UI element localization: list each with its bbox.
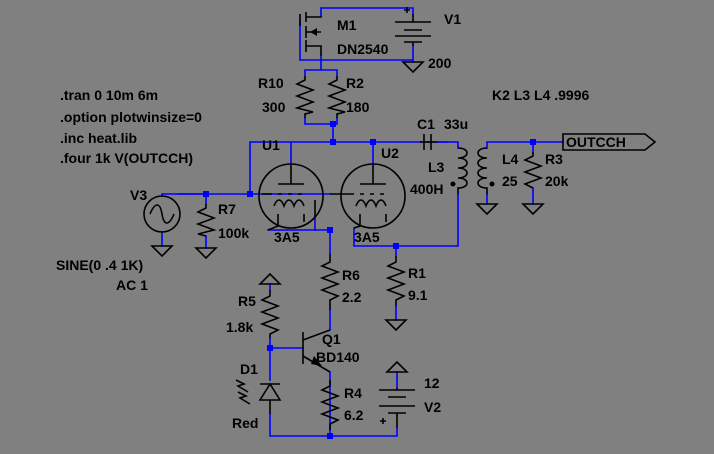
r6-ref: R6 [342,267,360,283]
resistor-r4[interactable] [319,380,341,430]
r3-value: 20k [545,173,569,189]
r4-ref: R4 [344,385,362,401]
junctions [203,121,536,439]
ground-r3 [521,203,545,216]
net-label-outcch-text: OUTCCH [566,134,626,150]
r7-value: 100k [218,225,249,241]
r1-value: 9.1 [408,287,428,303]
m1-value: DN2540 [337,41,389,57]
battery-v2[interactable] [379,388,415,428]
u2-value: 3A5 [354,229,380,245]
net-label-outcch[interactable] [562,133,657,151]
m1-ref: M1 [337,17,357,33]
v2-value: 12 [424,375,440,391]
resistor-r6[interactable] [319,254,341,310]
supply-arrow-r5 [258,272,282,285]
c1-value: 33u [444,116,468,132]
q1-ref: Q1 [322,331,341,347]
battery-v1[interactable] [395,7,431,46]
triode-u2[interactable] [330,163,406,229]
r5-value: 1.8k [226,319,253,335]
capacitor-c1[interactable] [420,134,437,150]
led-d1[interactable] [235,379,282,414]
directive-tran: .tran 0 10m 6m [60,87,158,103]
r7-ref: R7 [218,201,236,217]
inductor-l3[interactable] [450,147,468,194]
r3-ref: R3 [545,151,563,167]
r10-value: 300 [262,99,286,115]
r6-value: 2.2 [342,289,362,305]
directive-inc: .inc heat.lib [60,130,137,146]
coupling-directive: K2 L3 L4 .9996 [492,87,589,103]
r4-value: 6.2 [344,407,364,423]
u1-value: 3A5 [274,229,300,245]
v3-ac: AC 1 [116,277,148,293]
l3-ref: L3 [428,159,445,175]
r5-ref: R5 [238,293,256,309]
resistor-r3[interactable] [522,152,544,189]
ground-r1 [384,319,408,332]
r1-ref: R1 [408,265,426,281]
r2-value: 180 [346,99,370,115]
l4-value: 25 [502,173,518,189]
resistor-r5[interactable] [259,290,281,338]
resistor-r1[interactable] [385,256,407,306]
resistor-r2[interactable] [326,76,348,118]
directive-four: .four 1k V(OUTCCH) [60,150,193,166]
wires [161,7,564,437]
c1-ref: C1 [417,116,435,132]
ground-l4 [475,203,499,216]
mosfet-m1[interactable] [299,12,322,56]
l3-value: 400H [410,181,443,197]
v1-value: 200 [428,55,452,71]
d1-value: Red [232,415,258,431]
q1-value: BD140 [316,349,360,365]
v2-ref: V2 [424,399,441,415]
u1-ref: U1 [262,137,280,153]
u2-ref: U2 [381,145,399,161]
source-v3[interactable] [143,195,181,233]
r2-ref: R2 [346,75,364,91]
v1-ref: V1 [444,11,461,27]
v3-ref: V3 [130,187,147,203]
d1-ref: D1 [240,361,258,377]
l4-ref: L4 [502,151,519,167]
triode-u1[interactable] [258,163,324,231]
ground-v2 [385,360,409,379]
inductor-l4[interactable] [477,147,495,194]
r10-ref: R10 [258,75,284,91]
v3-value: SINE(0 .4 1K) [56,257,143,273]
resistor-r10[interactable] [294,76,316,118]
ground-r7 [194,247,218,260]
transistor-q1[interactable] [302,329,331,373]
resistor-r7[interactable] [195,204,217,237]
ground-v1 [401,59,425,74]
ground-v3 [150,245,174,258]
directive-option: .option plotwinsize=0 [60,109,202,125]
